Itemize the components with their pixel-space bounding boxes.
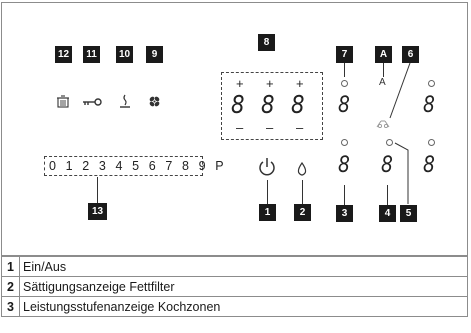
callout-3: 3 [336, 205, 353, 222]
callout-5: 5 [400, 205, 417, 222]
power-icon[interactable] [258, 157, 276, 177]
key-lock-icon [83, 98, 102, 106]
callout-4: 4 [379, 205, 396, 222]
level-display-2: 8 [261, 90, 275, 119]
leader-3 [344, 185, 345, 205]
leader-6 [389, 62, 411, 119]
callout-12: 12 [55, 46, 72, 63]
slider-scale-box [44, 156, 203, 176]
leader-5 [394, 142, 409, 204]
plus-button-1[interactable]: + [236, 76, 244, 91]
auto-indicator: A [379, 77, 386, 88]
legend-row: 2 Sättigungsanzeige Fettfilter [1, 276, 468, 297]
timer-indicator-icon [428, 80, 435, 87]
zone-display-top-left: 8 [338, 93, 350, 118]
fan-icon [149, 96, 160, 107]
plus-button-2[interactable]: + [266, 76, 274, 91]
timer-indicator-icon [386, 139, 393, 146]
callout-1: 1 [259, 204, 276, 221]
callout-A: A [375, 46, 392, 63]
callout-2: 2 [294, 204, 311, 221]
callout-13: 13 [88, 203, 107, 220]
zone-display-bottom-left: 8 [338, 153, 350, 178]
hood-level-display-group [221, 72, 323, 140]
leader-4 [387, 185, 388, 205]
plus-button-3[interactable]: + [296, 76, 304, 91]
power-slider[interactable]: 0 1 2 3 4 5 6 7 8 9 P [49, 159, 227, 173]
callout-6: 6 [402, 46, 419, 63]
hood-icon [376, 120, 390, 128]
leader-7 [344, 63, 345, 77]
zone-display-top-right: 8 [423, 93, 435, 118]
level-display-3: 8 [291, 90, 305, 119]
legend-row: 3 Leistungsstufenanzeige Kochzonen [1, 296, 468, 317]
timer-indicator-icon [341, 139, 348, 146]
legend-row: 1 Ein/Aus [1, 256, 468, 277]
timer-indicator-icon [428, 139, 435, 146]
callout-11: 11 [83, 46, 100, 63]
minus-button-2[interactable]: – [266, 120, 274, 135]
leader-A [383, 63, 384, 77]
callout-10: 10 [116, 46, 133, 63]
drop-icon [297, 162, 307, 176]
heat-icon [120, 94, 130, 108]
legend-number: 1 [1, 256, 20, 277]
control-panel-diagram [1, 2, 468, 256]
level-display-1: 8 [231, 90, 245, 119]
zone-display-bottom-right: 8 [423, 153, 435, 178]
minus-button-3[interactable]: – [296, 120, 304, 135]
legend-label: Ein/Aus [19, 256, 468, 277]
legend-number: 2 [1, 276, 20, 297]
leader-1 [267, 180, 268, 204]
minus-button-1[interactable]: – [236, 120, 244, 135]
legend-table: 1 Ein/Aus 2 Sättigungsanzeige Fettfilter… [1, 256, 468, 317]
leader-2 [302, 180, 303, 204]
legend-label: Sättigungsanzeige Fettfilter [19, 276, 468, 297]
zone-display-bottom-center: 8 [381, 153, 393, 178]
legend-number: 3 [1, 296, 20, 317]
leader-13 [97, 177, 98, 203]
fat-filter-icon [57, 95, 69, 108]
legend-label: Leistungsstufenanzeige Kochzonen [19, 296, 468, 317]
callout-8: 8 [258, 34, 275, 51]
callout-7: 7 [336, 46, 353, 63]
callout-9: 9 [146, 46, 163, 63]
timer-indicator-icon [341, 80, 348, 87]
